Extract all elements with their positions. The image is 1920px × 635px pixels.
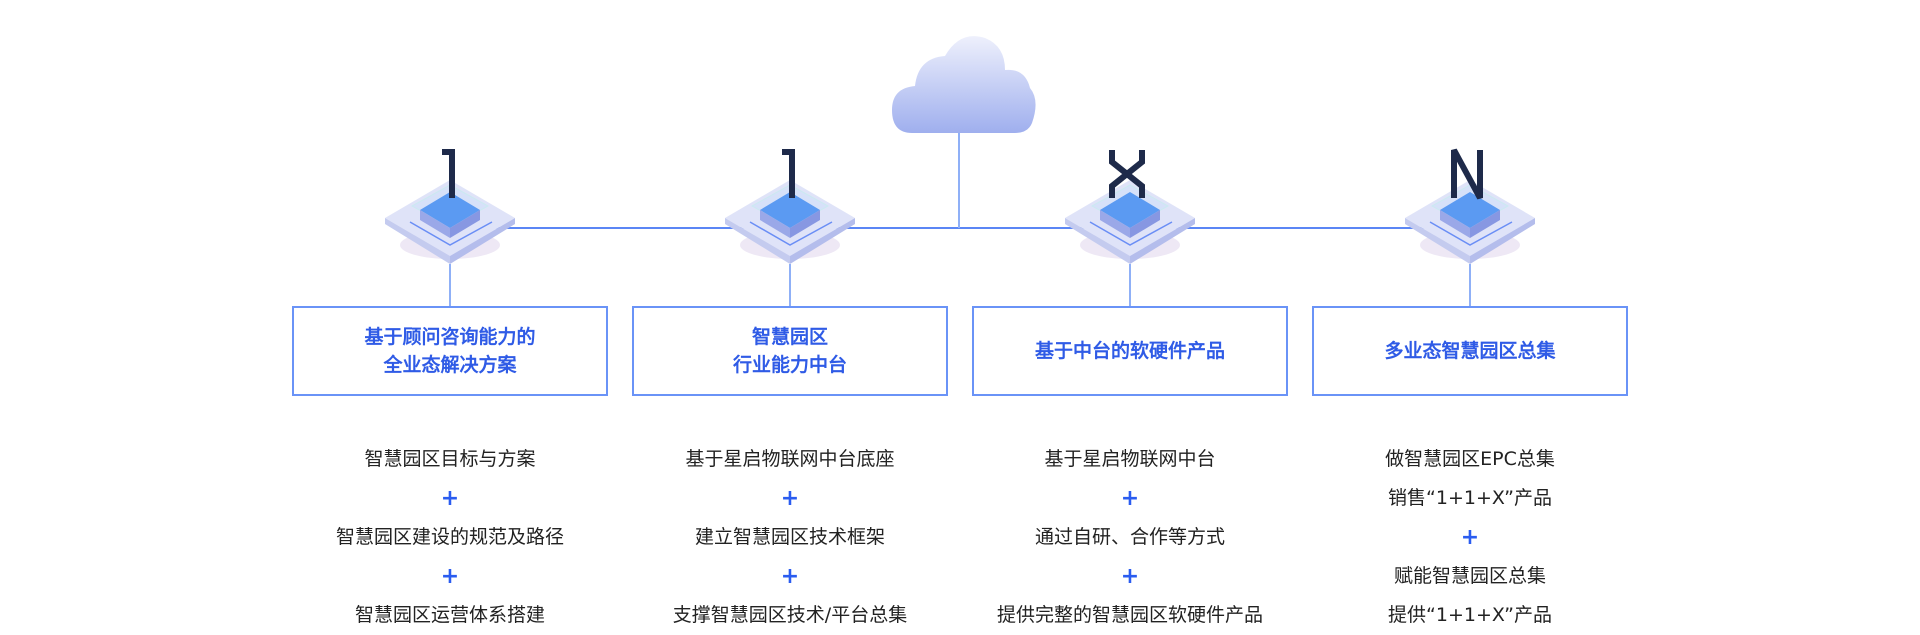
cloud-icon [892, 36, 1036, 133]
description-line: 支撑智慧园区技术/平台总集 [672, 604, 908, 626]
description-line: 提供“1+1+X”产品 [1388, 604, 1552, 626]
column-2-connector [789, 264, 791, 306]
column-title-line: 行业能力中台 [732, 354, 847, 376]
description-line: 智慧园区运营体系搭建 [354, 604, 545, 626]
description-line: 基于星启物联网中台底座 [685, 448, 895, 470]
plus-sign: + [780, 486, 800, 511]
description-line: 基于星启物联网中台 [1044, 448, 1216, 470]
description-line: 智慧园区目标与方案 [364, 448, 536, 470]
chip-1-icon [385, 149, 515, 264]
column-title-line: 基于顾问咨询能力的 [364, 326, 536, 348]
plus-sign: + [1460, 525, 1480, 550]
column-title-line: 基于中台的软硬件产品 [1034, 340, 1225, 362]
column-title-line: 全业态解决方案 [383, 354, 517, 376]
column-1-title-box: 基于顾问咨询能力的全业态解决方案 [292, 306, 608, 396]
column-2-title-box: 智慧园区行业能力中台 [632, 306, 948, 396]
description-line: 销售“1+1+X”产品 [1388, 487, 1552, 509]
chip-2-icon [725, 149, 855, 264]
description-line: 建立智慧园区技术框架 [694, 526, 885, 548]
chip-3-icon [1065, 150, 1195, 264]
plus-sign: + [1120, 564, 1140, 589]
plus-sign: + [440, 486, 460, 511]
column-title-line: 智慧园区 [751, 326, 828, 348]
plus-sign: + [1120, 486, 1140, 511]
plus-sign: + [440, 564, 460, 589]
connector-horizontal-line [450, 227, 1470, 229]
column-2-description: 基于星启物联网中台底座 + 建立智慧园区技术框架 + 支撑智慧园区技术/平台总集 [620, 440, 960, 635]
column-4-description: 做智慧园区EPC总集销售“1+1+X”产品 + 赋能智慧园区总集提供“1+1+X”产… [1300, 440, 1640, 635]
description-line: 赋能智慧园区总集 [1393, 565, 1546, 587]
column-title-line: 多业态智慧园区总集 [1384, 340, 1556, 362]
cloud-connector-line [958, 132, 960, 228]
chip-4-icon [1405, 148, 1535, 264]
column-1-connector [449, 264, 451, 306]
description-line: 提供完整的智慧园区软硬件产品 [996, 604, 1263, 626]
column-3-title-box: 基于中台的软硬件产品 [972, 306, 1288, 396]
column-1-description: 智慧园区目标与方案 + 智慧园区建设的规范及路径 + 智慧园区运营体系搭建 [280, 440, 620, 635]
column-3-description: 基于星启物联网中台 + 通过自研、合作等方式 + 提供完整的智慧园区软硬件产品 [960, 440, 1300, 635]
description-line: 智慧园区建设的规范及路径 [335, 526, 564, 548]
column-4-connector [1469, 264, 1471, 306]
plus-sign: + [780, 564, 800, 589]
column-4-title-box: 多业态智慧园区总集 [1312, 306, 1628, 396]
description-line: 做智慧园区EPC总集 [1385, 448, 1555, 470]
description-line: 通过自研、合作等方式 [1034, 526, 1225, 548]
column-3-connector [1129, 264, 1131, 306]
